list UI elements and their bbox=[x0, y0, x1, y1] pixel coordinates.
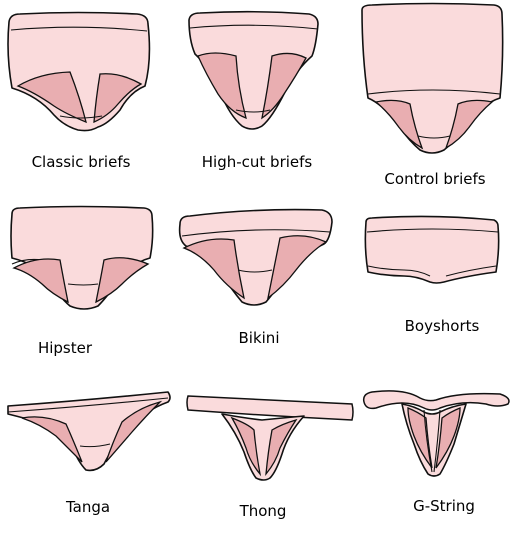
label-bikini: Bikini bbox=[238, 329, 280, 347]
classic-briefs-icon bbox=[7, 11, 151, 132]
label-tanga: Tanga bbox=[65, 498, 111, 516]
thong-icon bbox=[186, 395, 354, 481]
label-thong: Thong bbox=[239, 502, 287, 520]
label-classic-briefs: Classic briefs bbox=[31, 153, 131, 171]
label-high-cut-briefs: High-cut briefs bbox=[201, 153, 313, 171]
label-boyshorts: Boyshorts bbox=[404, 317, 480, 335]
g-string-icon bbox=[362, 390, 510, 477]
tanga-icon bbox=[7, 391, 171, 472]
boyshorts-icon bbox=[364, 215, 500, 284]
label-control-briefs: Control briefs bbox=[384, 170, 486, 188]
bikini-icon bbox=[178, 208, 333, 306]
hipster-icon bbox=[10, 205, 154, 310]
high-cut-briefs-icon bbox=[188, 10, 319, 130]
label-hipster: Hipster bbox=[37, 339, 93, 357]
label-g-string: G-String bbox=[413, 497, 475, 515]
control-briefs-icon bbox=[361, 2, 504, 154]
